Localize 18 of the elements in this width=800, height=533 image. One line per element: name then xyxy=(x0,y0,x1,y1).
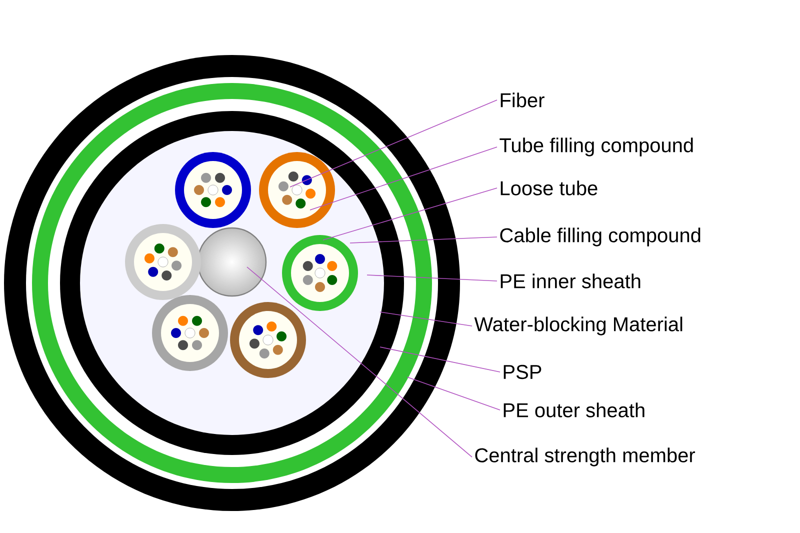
part-label: Cable filling compound xyxy=(500,228,700,246)
part-label: Loose tube xyxy=(500,180,598,196)
part-label: PSP xyxy=(504,364,542,380)
part-label: Fiber xyxy=(500,92,544,108)
part-label: PE outer sheath xyxy=(504,402,644,418)
leader-line xyxy=(246,266,472,458)
leader-line xyxy=(380,346,500,372)
part-label: Central strength member xyxy=(475,448,696,466)
leader-line xyxy=(380,312,472,326)
part-label: PE inner sheath xyxy=(500,274,640,288)
part-label: Water-blocking Material xyxy=(474,316,682,336)
leader-line xyxy=(406,376,500,410)
leader-line xyxy=(310,146,498,210)
part-label: Tube filling compound xyxy=(500,138,693,156)
leader-line xyxy=(350,236,498,244)
leader-line xyxy=(290,100,498,188)
leader-line xyxy=(322,188,498,240)
leader-line xyxy=(366,274,498,282)
